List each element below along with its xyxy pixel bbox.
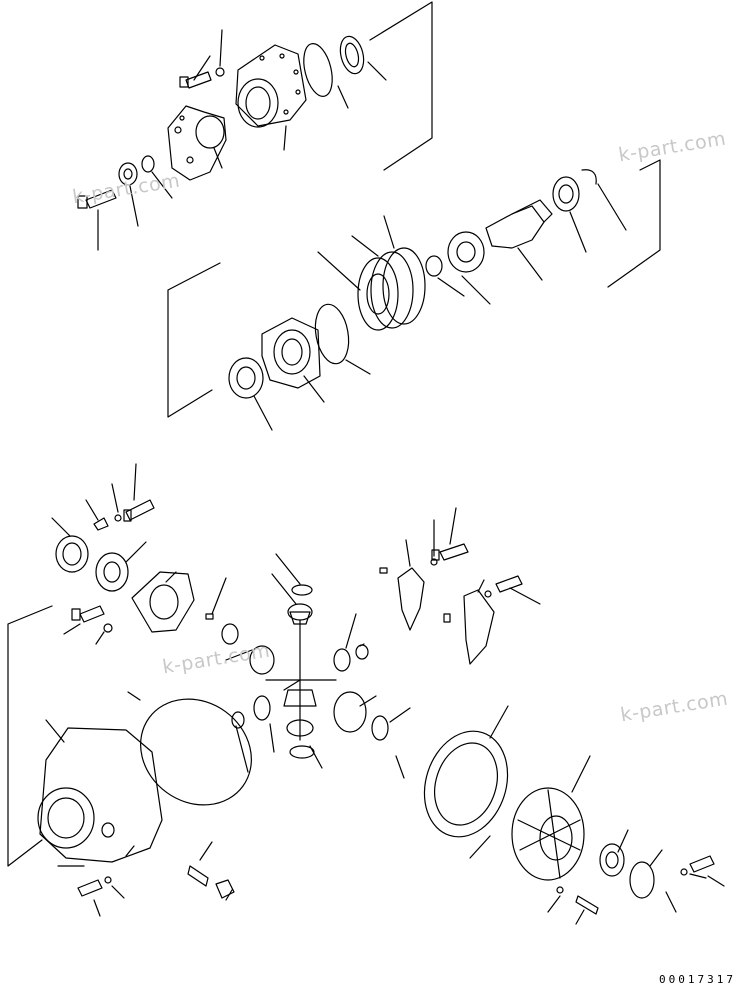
pinion-shaft-group bbox=[228, 169, 627, 431]
pinion-cage-group bbox=[77, 29, 387, 251]
group-brackets bbox=[7, 1, 661, 867]
differential-group bbox=[37, 463, 725, 925]
document-number: 00017317 bbox=[659, 973, 736, 986]
